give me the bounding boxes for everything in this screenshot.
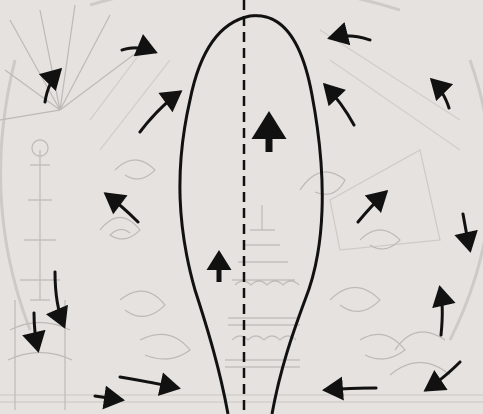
flow-diagram (0, 0, 483, 414)
paper-background (0, 0, 483, 414)
diagram-canvas (0, 0, 483, 414)
